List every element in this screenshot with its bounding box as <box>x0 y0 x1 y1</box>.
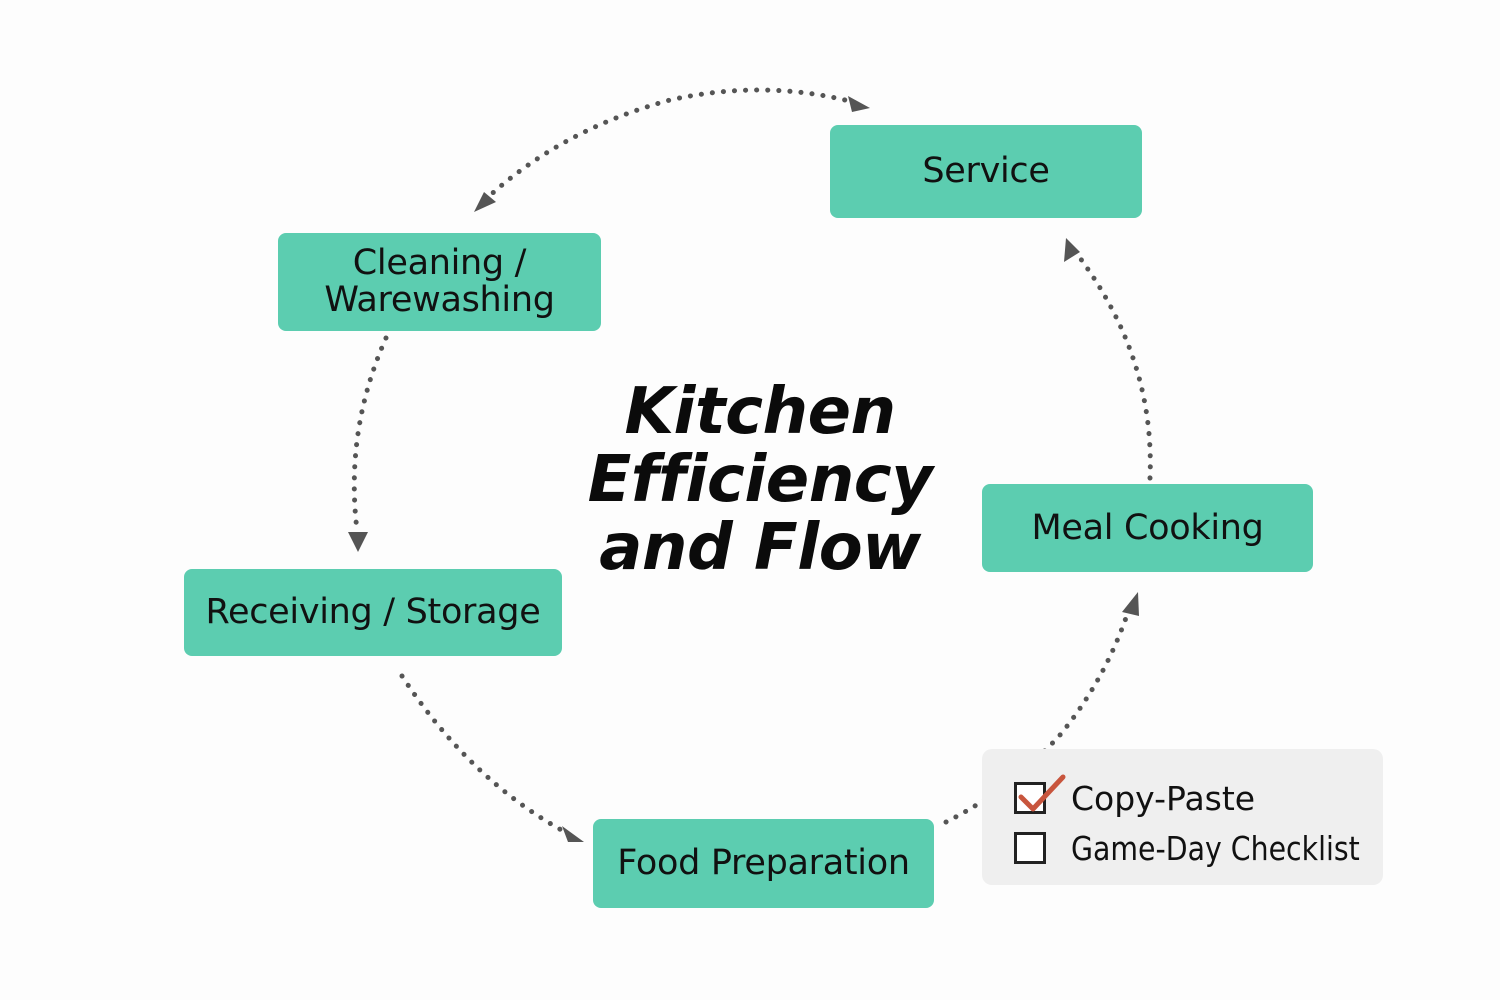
arrowhead-receiving <box>348 532 368 552</box>
arrow-cleaning-to-service <box>482 87 848 203</box>
node-food-preparation: Food Preparation <box>593 819 934 908</box>
arrowhead-cleaning <box>474 192 496 212</box>
checklist-item[interactable]: Copy-Paste <box>1014 773 1383 823</box>
node-cleaning-warewashing: Cleaning / Warewashing <box>278 233 601 331</box>
node-meal-cooking: Meal Cooking <box>982 484 1313 572</box>
checklist-item-label: Game-Day Checklist <box>1071 828 1360 868</box>
checklist-item[interactable]: Game-Day Checklist <box>1014 823 1383 873</box>
arrow-receiving-to-food <box>399 673 568 835</box>
arrowhead-meal <box>1122 592 1139 616</box>
arrowhead-food <box>562 826 584 842</box>
arrowhead-service-right <box>1064 238 1080 262</box>
arrow-meal-to-service <box>1077 255 1153 481</box>
checkbox-empty-icon[interactable] <box>1014 832 1046 864</box>
arrow-cleaning-to-receiving <box>351 335 389 533</box>
node-receiving-storage: Receiving / Storage <box>184 569 562 656</box>
checkbox-checked-icon[interactable] <box>1014 774 1066 814</box>
arrowhead-service <box>848 96 870 112</box>
node-service: Service <box>830 125 1142 218</box>
checklist-panel: Copy-Paste Game-Day Checklist <box>982 749 1383 885</box>
diagram-title: Kitchen Efficiency and Flow <box>587 375 933 585</box>
checklist-item-label: Copy-Paste <box>1071 778 1256 818</box>
